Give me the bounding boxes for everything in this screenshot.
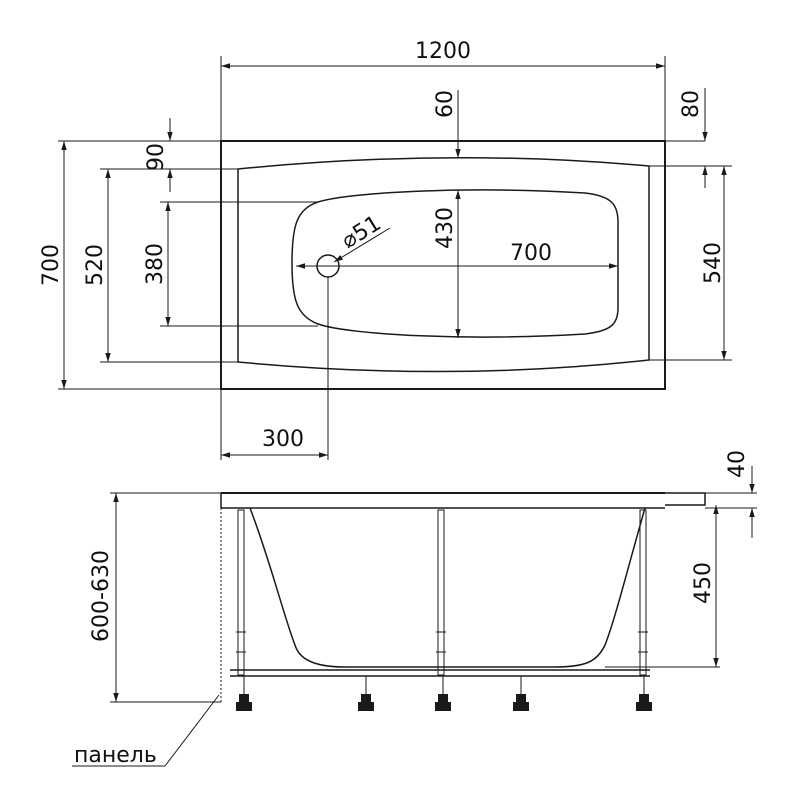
dim-label-side-inner: 540 [701,242,726,284]
dim-label-depth: 700 [39,244,64,286]
top-view: 1200 700 520 380 90 60 80 430 700 540 [39,39,732,460]
dim-line-drain-diameter [333,227,391,263]
tub-outline [220,140,666,390]
basin-outline [291,189,619,338]
dim-label-rim-thickness: 40 [725,450,750,478]
dim-label-drain-diameter: ⌀51 [337,211,385,254]
dim-label-rim-top: 90 [144,143,169,171]
adjustable-foot [513,676,529,711]
dim-label-inner-width: 520 [83,244,108,286]
panel-leader [164,694,220,767]
dim-label-basin-depth: 430 [433,207,458,249]
tub-body [249,507,646,668]
tub-rim-right [665,492,706,506]
dim-label-basin-width: 380 [143,243,168,285]
side-view: панель 600-630 40 450 [72,450,757,768]
dim-label-rim-side: 80 [679,90,704,118]
dim-label-rim-head: 60 [433,90,458,118]
adjustable-foot [435,676,451,711]
panel-label: панель [74,743,157,768]
dim-label-tub-depth: 450 [691,562,716,604]
support-rod [436,509,446,676]
support-rod [236,509,246,676]
adjustable-foot [636,676,652,711]
dim-label-drain-offset: 300 [262,427,304,452]
support-rod [638,509,648,676]
adjustable-foot [236,676,252,711]
adjustable-foot [358,676,374,711]
dim-label-basin-length: 700 [510,241,552,266]
dim-label-height-range: 600-630 [89,550,114,642]
dim-label-width: 1200 [415,39,471,64]
